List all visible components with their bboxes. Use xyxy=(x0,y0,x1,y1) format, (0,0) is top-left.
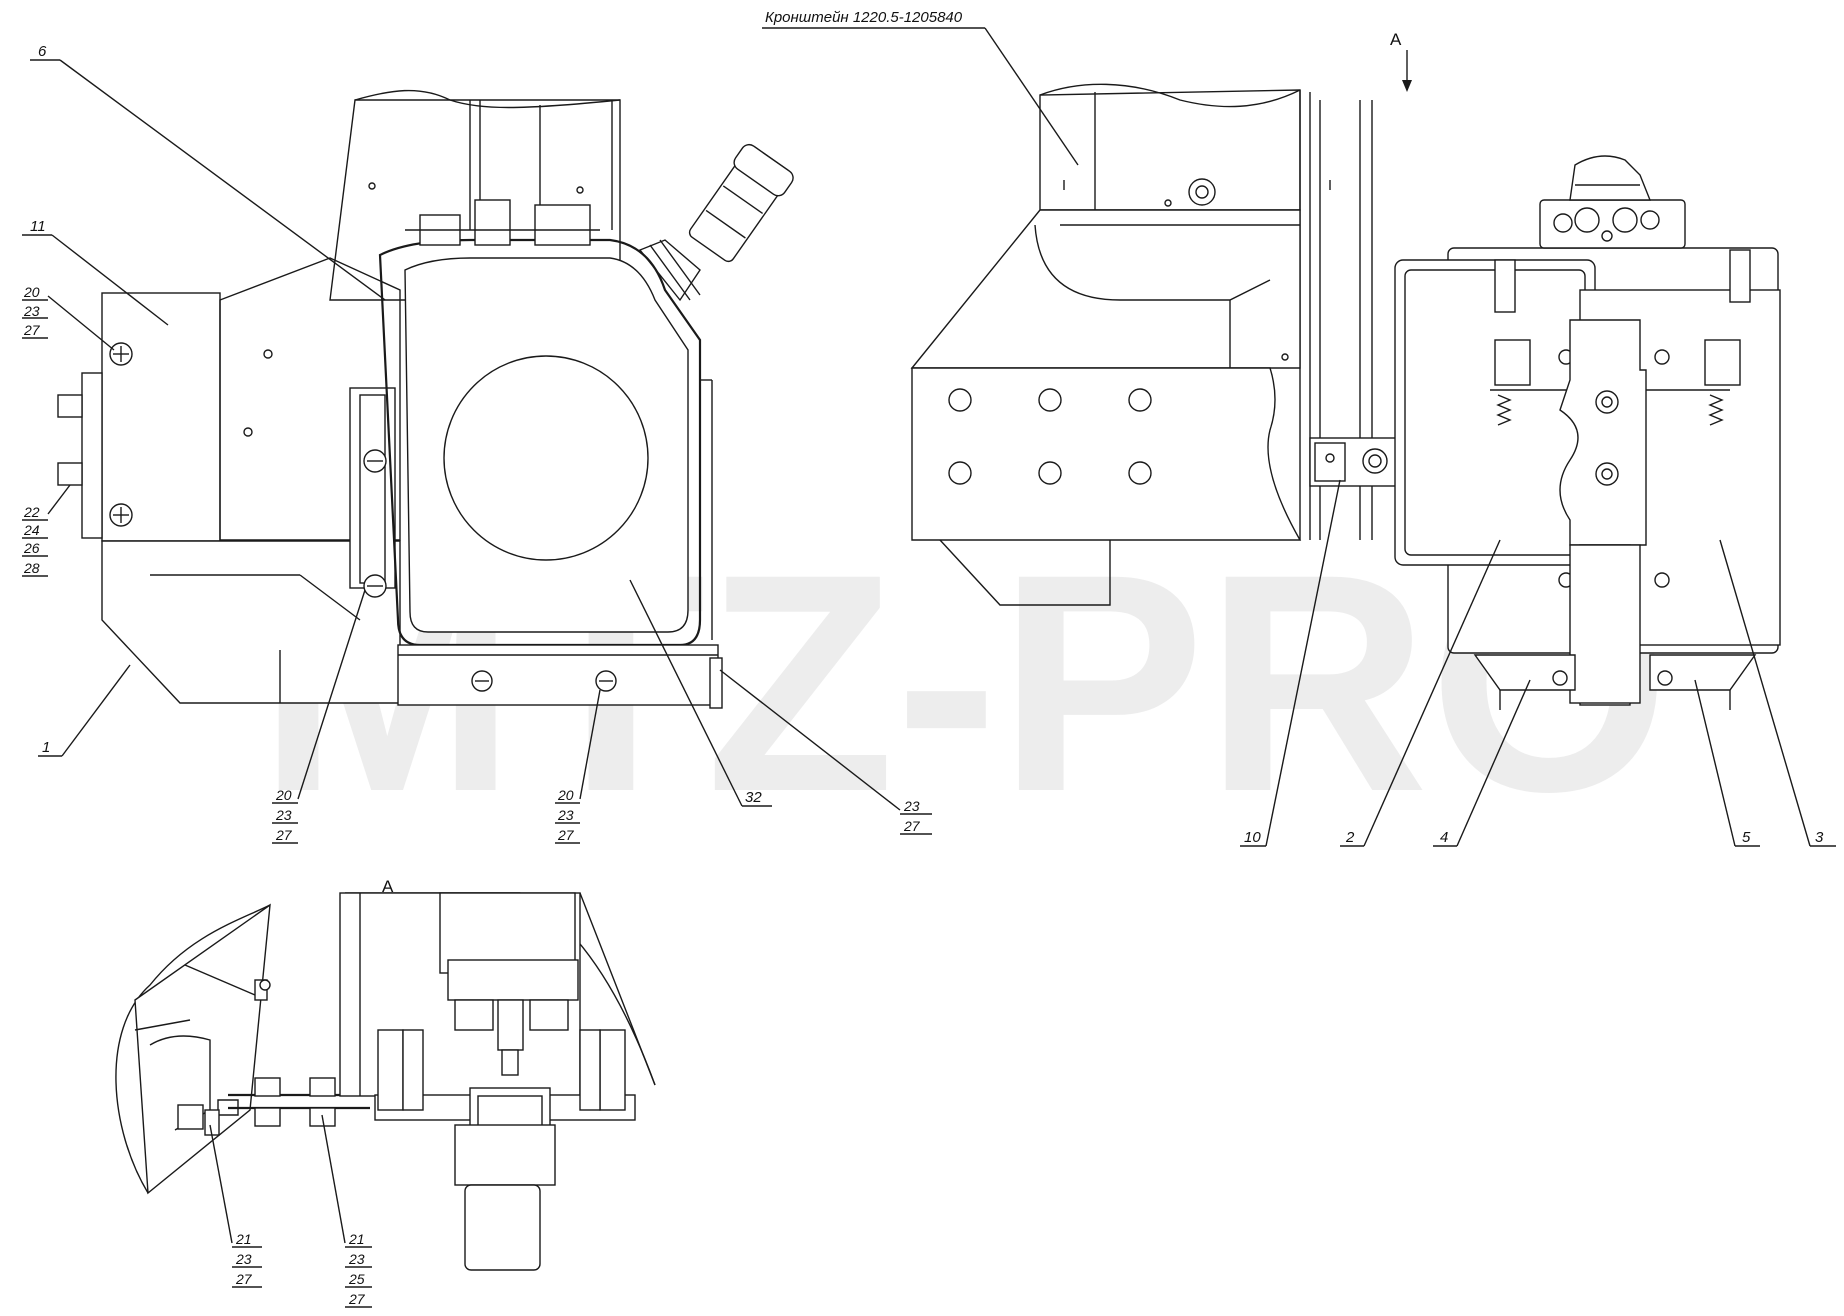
stack-item: 23 xyxy=(23,303,40,319)
stack-item: 27 xyxy=(903,818,921,834)
leader-lines xyxy=(22,27,1836,1308)
view-marker-a: A xyxy=(1390,30,1402,49)
stack-item: 20 xyxy=(275,787,292,803)
stack-item: 21 xyxy=(235,1231,252,1247)
bracket-part-label: Кронштейн 1220.5-1205840 xyxy=(765,9,963,26)
stack-item: 22 xyxy=(23,504,40,520)
view-a xyxy=(115,892,656,1271)
stack-item: 27 xyxy=(23,322,41,338)
stack-view-a-right: 21 23 25 27 xyxy=(348,1231,366,1307)
callout-2: 2 xyxy=(1345,829,1355,846)
stack-item: 23 xyxy=(348,1251,365,1267)
callout-10: 10 xyxy=(1244,829,1261,846)
callout-5: 5 xyxy=(1742,829,1751,846)
stack-item: 27 xyxy=(348,1291,366,1307)
callout-4: 4 xyxy=(1440,829,1448,846)
stack-item: 23 xyxy=(557,807,574,823)
stack-bottom-left: 20 23 27 xyxy=(275,787,293,843)
stack-right-small: 23 27 xyxy=(903,798,921,834)
stack-item: 28 xyxy=(23,560,40,576)
round-cover xyxy=(443,355,649,561)
stack-item: 23 xyxy=(903,798,920,814)
callout-1: 1 xyxy=(42,739,50,756)
view-title-a: A xyxy=(382,877,394,896)
stack-item: 25 xyxy=(348,1271,365,1287)
stack-item: 23 xyxy=(235,1251,252,1267)
stack-left-bottom: 22 24 26 28 xyxy=(23,504,40,576)
stack-item: 20 xyxy=(557,787,574,803)
callout-6: 6 xyxy=(38,43,47,60)
labels: Кронштейн 1220.5-1205840 A A 6 11 1 32 1… xyxy=(23,9,1824,1307)
right-view xyxy=(910,83,1781,710)
stack-item: 26 xyxy=(23,540,40,556)
stack-item: 23 xyxy=(275,807,292,823)
stack-item: 21 xyxy=(348,1231,365,1247)
stack-bottom-mid: 20 23 27 xyxy=(557,787,575,843)
left-view xyxy=(57,89,794,709)
stack-item: 27 xyxy=(275,827,293,843)
stack-item: 24 xyxy=(23,522,40,538)
stack-item: 27 xyxy=(557,827,575,843)
stack-item: 27 xyxy=(235,1271,253,1287)
stack-item: 20 xyxy=(23,284,40,300)
callout-3: 3 xyxy=(1815,829,1824,846)
callout-11: 11 xyxy=(30,218,46,235)
callout-32: 32 xyxy=(745,789,762,806)
stack-left-top: 20 23 27 xyxy=(23,284,41,338)
stack-view-a-left: 21 23 27 xyxy=(235,1231,253,1287)
